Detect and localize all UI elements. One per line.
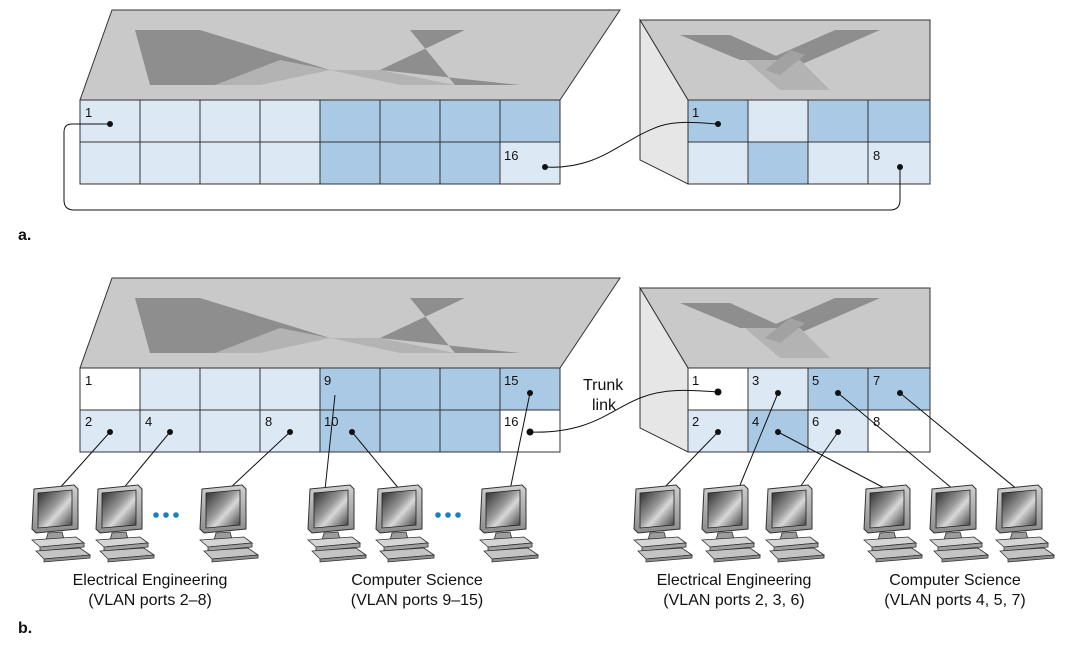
port-label: 8	[873, 414, 880, 429]
trunk-link: Trunk link	[526, 377, 722, 436]
trunk-label-line1: Trunk	[583, 377, 624, 394]
computer-icon	[31, 484, 91, 563]
port-label: 3	[752, 373, 759, 388]
computer-icon	[375, 484, 435, 563]
port-label: 8	[873, 148, 880, 163]
computer-icon	[633, 484, 693, 563]
computer-icon	[95, 484, 155, 563]
port-label: 1	[692, 373, 699, 388]
port-label: 15	[504, 373, 518, 388]
group-name: Computer Science	[351, 572, 483, 589]
group-name: Electrical Engineering	[73, 572, 228, 589]
group-captions: Electrical Engineering (VLAN ports 2–8) …	[73, 572, 1026, 609]
computer-icon	[199, 484, 259, 563]
port-label: 2	[85, 414, 92, 429]
part-a-cables	[63, 121, 903, 211]
port-label: 10	[324, 414, 338, 429]
figure-label-a: a.	[18, 227, 31, 244]
port-label: 16	[504, 148, 518, 163]
computer-icon	[701, 484, 761, 563]
computer-icon	[995, 484, 1055, 563]
part-a-right-switch: 1 8	[639, 18, 931, 185]
port-label: 9	[324, 373, 331, 388]
computer-icon	[765, 484, 825, 563]
port-label: 1	[692, 105, 699, 120]
part-a-left-ports	[79, 99, 561, 185]
group-ports: (VLAN ports 9–15)	[351, 592, 484, 609]
computer-icon	[307, 484, 367, 563]
group-name: Computer Science	[889, 572, 1021, 589]
part-b-left-switch: 1 9 15 2 4 8 10 16	[79, 277, 621, 453]
part-a-right-ports	[687, 99, 931, 185]
port-label: 1	[85, 373, 92, 388]
computer-icon	[479, 484, 539, 563]
port-label: 5	[812, 373, 819, 388]
port-label: 6	[812, 414, 819, 429]
port-label: 1	[85, 105, 92, 120]
port-label: 2	[692, 414, 699, 429]
group-name: Electrical Engineering	[657, 572, 812, 589]
part-b-right-ports	[687, 367, 931, 453]
port-label: 8	[265, 414, 272, 429]
computer-icon	[863, 484, 923, 563]
computers	[31, 484, 1055, 563]
port-label: 7	[873, 373, 880, 388]
part-b-left-ports	[79, 367, 561, 453]
port-label: 4	[752, 414, 759, 429]
port-label: 16	[504, 414, 518, 429]
host-wires	[57, 390, 1019, 491]
part-b-right-switch: 1 3 5 7 2 4 6 8	[639, 286, 931, 453]
figure-label-b: b.	[18, 620, 32, 637]
computer-icon	[929, 484, 989, 563]
group-ports: (VLAN ports 2–8)	[88, 592, 212, 609]
trunk-label-line2: link	[592, 397, 617, 414]
ellipsis-dots	[153, 512, 461, 518]
group-ports: (VLAN ports 4, 5, 7)	[884, 592, 1025, 609]
part-a-left-switch: 1 16	[79, 9, 621, 185]
port-label: 4	[145, 414, 152, 429]
group-ports: (VLAN ports 2, 3, 6)	[663, 592, 804, 609]
